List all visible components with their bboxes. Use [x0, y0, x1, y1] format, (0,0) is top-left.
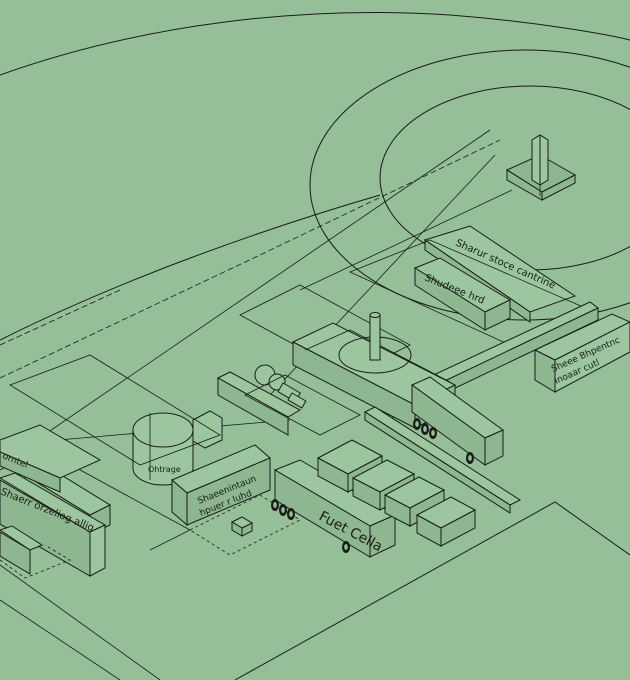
site-boundary-lower: [0, 501, 630, 680]
storage-tank: Ohtrage: [132, 410, 223, 486]
container-row: [316, 439, 477, 547]
rail-lower: [363, 406, 522, 514]
tank-label: Ohtrage: [148, 465, 181, 474]
site-boundary-arcs: [0, 12, 630, 341]
tower-structure: [505, 134, 577, 201]
fuel-cell-trailer: Fuet Cella: [271, 459, 397, 558]
container-3: [383, 476, 446, 527]
left-building-upper: orntel: [0, 424, 102, 493]
container-4: [415, 496, 477, 547]
trailer-right: [411, 376, 504, 466]
site-edge-dashed: [0, 139, 501, 379]
machinery: [216, 364, 361, 436]
